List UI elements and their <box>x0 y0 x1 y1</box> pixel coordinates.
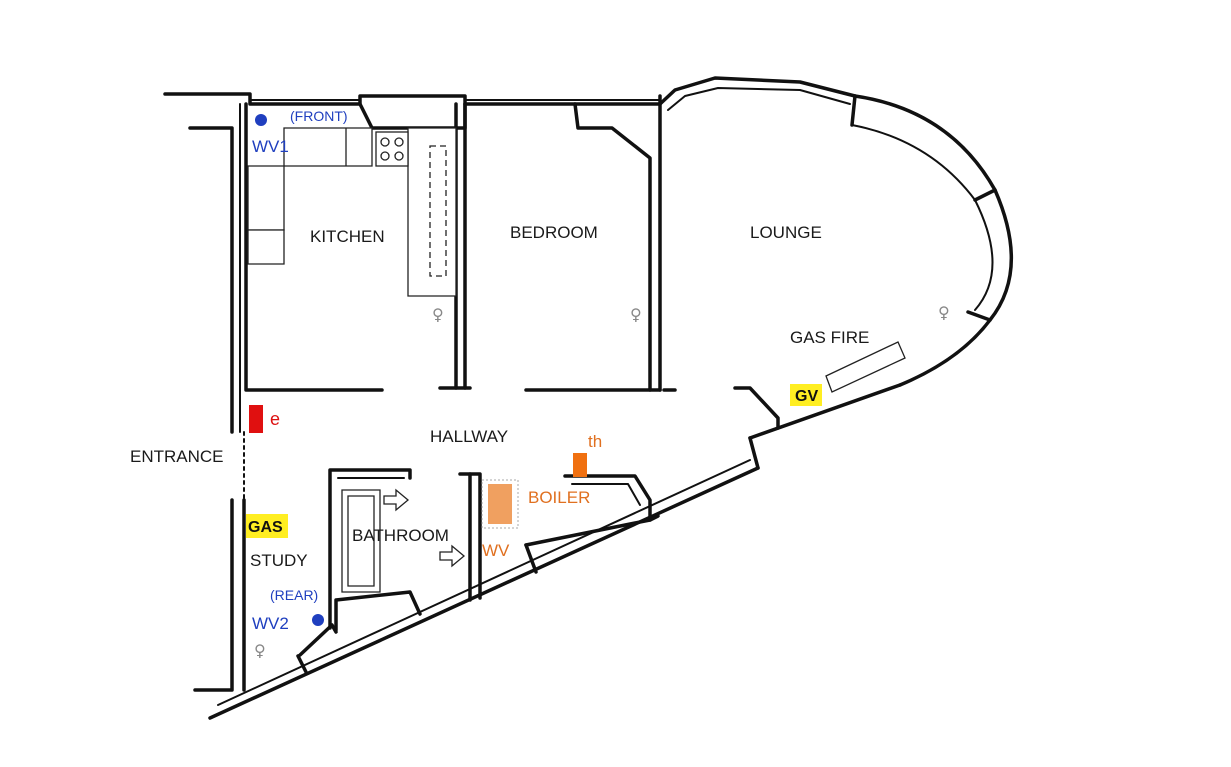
room-label-study: STUDY <box>250 551 308 570</box>
room-label-lounge: LOUNGE <box>750 223 822 242</box>
radiator-icon: ♀ <box>254 641 266 660</box>
front-label: (FRONT) <box>290 108 348 124</box>
electric-meter: e <box>249 405 280 433</box>
water-valve-icon <box>312 614 324 626</box>
room-label-bathroom: BATHROOM <box>352 526 449 545</box>
hob-icon <box>375 131 409 167</box>
thermostat: th <box>573 432 602 477</box>
room-labels: KITCHEN BEDROOM LOUNGE HALLWAY ENTRANCE … <box>130 223 869 570</box>
radiator-symbols: ♀ ♀ ♀ ♀ <box>254 303 950 660</box>
boiler-icon <box>488 484 512 524</box>
radiator-icon: ♀ <box>630 305 642 324</box>
water-valve-rear: (REAR) WV2 <box>252 587 324 633</box>
arrow-right-icon <box>439 544 466 568</box>
electric-label: e <box>270 409 280 429</box>
vent-arrows <box>383 488 466 568</box>
fixture-label-gas-fire: GAS FIRE <box>790 328 869 347</box>
rear-label: (REAR) <box>270 587 318 603</box>
radiator-icon: ♀ <box>938 303 950 322</box>
room-label-entrance: ENTRANCE <box>130 447 224 466</box>
walls <box>163 76 1014 720</box>
water-valve-icon <box>255 114 267 126</box>
wv1-label: WV1 <box>252 137 289 156</box>
gas-highlight <box>246 514 288 538</box>
room-label-bedroom: BEDROOM <box>510 223 598 242</box>
gas-valve: GV <box>790 384 822 406</box>
wv2-label: WV2 <box>252 614 289 633</box>
gas-meter: GAS <box>246 514 288 538</box>
electric-meter-icon <box>249 405 263 433</box>
thermostat-icon <box>573 453 587 477</box>
arrow-right-icon <box>383 488 410 512</box>
thermostat-label: th <box>588 432 602 451</box>
water-valve-front: (FRONT) WV1 <box>252 108 348 156</box>
boiler-label: BOILER <box>528 488 590 507</box>
room-label-kitchen: KITCHEN <box>310 227 385 246</box>
gas-label: GAS <box>248 519 283 536</box>
gv-highlight <box>790 384 822 406</box>
wv-label: WV <box>482 541 510 560</box>
room-label-hallway: HALLWAY <box>430 427 508 446</box>
boiler: BOILER WV <box>481 479 590 560</box>
gv-label: GV <box>795 388 818 405</box>
radiator-icon: ♀ <box>432 305 444 324</box>
